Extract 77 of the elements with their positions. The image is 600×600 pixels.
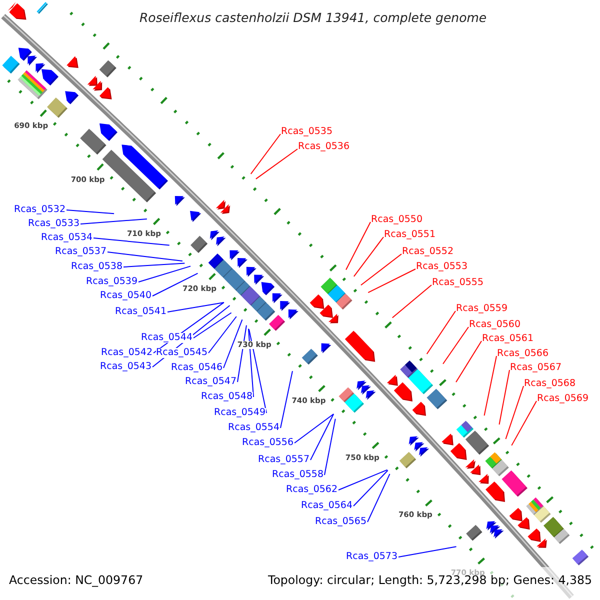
leader-line: [107, 252, 183, 262]
leader-line: [193, 312, 232, 338]
leader-line: [392, 284, 432, 318]
leader-line: [280, 370, 293, 428]
leader-line: [353, 470, 388, 506]
gene-label: Rcas_0555: [432, 278, 484, 288]
leader-line: [456, 340, 482, 383]
gene-label: Rcas_0567: [510, 362, 562, 374]
leader-line: [208, 316, 237, 354]
diagram-title: Roseiflexus castenholzii DSM 13941, complete genome: [140, 11, 487, 26]
leader-line: [338, 469, 388, 490]
gene-label: Rcas_0537: [55, 246, 107, 258]
leader-line: [123, 262, 186, 268]
leader-line: [442, 326, 469, 364]
gene-label: Rcas_0551: [384, 230, 436, 240]
leader-line: [353, 236, 384, 277]
gene-label: Rcas_0554: [228, 422, 280, 434]
leader-line: [237, 324, 247, 382]
leader-line: [248, 328, 267, 414]
gene-label: Rcas_0566: [497, 348, 549, 360]
gene-label: Rcas_0564: [301, 500, 353, 512]
gene-label: Rcas_0541: [115, 306, 167, 318]
leader-line: [167, 302, 224, 312]
leader-line: [152, 272, 198, 296]
leader-line: [398, 546, 457, 558]
leader-line: [255, 148, 298, 180]
leader-line: [368, 268, 416, 294]
gene-label: Rcas_0543: [100, 362, 152, 372]
gene-label: Rcas_0560: [469, 320, 521, 330]
gene-label: Rcas_0544: [141, 332, 193, 344]
leader-line: [484, 356, 497, 416]
leader-line: [138, 266, 191, 282]
leader-line: [426, 310, 456, 354]
gene-label: Rcas_0556: [242, 438, 294, 448]
leader-line: [324, 418, 336, 476]
leader-line: [248, 328, 254, 398]
gene-label: Rcas_0534: [41, 232, 93, 244]
gene-label: Rcas_0538: [71, 262, 123, 272]
gene-label: Rcas_0549: [214, 408, 266, 418]
gene-label: Rcas_0558: [272, 470, 324, 480]
leader-line: [505, 386, 524, 440]
gene-label: Rcas_0573: [346, 552, 398, 562]
gene-label: Rcas_0550: [371, 214, 423, 226]
leader-line: [360, 254, 402, 286]
gene-label: Rcas_0540: [100, 290, 152, 302]
gene-label: Rcas_0548: [201, 392, 253, 402]
gene-label: Rcas_0568: [524, 378, 576, 390]
gene-label: Rcas_0547: [185, 376, 237, 388]
leader-line: [511, 400, 537, 446]
gene-label: Rcas_0533: [28, 218, 80, 230]
gene-label: Rcas_0536: [298, 142, 350, 152]
gene-label: Rcas_0545: [156, 348, 208, 358]
leader-line: [93, 238, 170, 246]
leader-line: [346, 222, 371, 270]
gene-label: Rcas_0546: [171, 362, 223, 374]
leader-line: [310, 414, 334, 460]
gene-label: Rcas_0561: [482, 334, 534, 344]
leader-line: [498, 370, 510, 425]
leader-line: [367, 473, 390, 522]
gene-label: Rcas_0562: [286, 484, 338, 496]
leader-line: [66, 210, 115, 214]
gene-label: Rcas_0559: [456, 304, 508, 314]
gene-label: Rcas_0569: [537, 394, 589, 404]
gene-label: Rcas_0539: [86, 276, 138, 288]
gene-label: Rcas_0552: [402, 246, 454, 258]
gene-label: Rcas_0565: [315, 516, 367, 528]
leader-line: [294, 414, 334, 444]
gene-label: Rcas_0532: [14, 204, 66, 216]
leader-line: [250, 134, 281, 174]
leader-line: [80, 218, 148, 224]
accession-text: Accession: NC_009767: [9, 574, 144, 588]
gene-label: Rcas_0557: [258, 454, 310, 466]
gene-label: Rcas_0535: [281, 126, 333, 138]
leader-line: [223, 319, 243, 368]
genome-summary-text: Topology: circular; Length: 5,723,298 bp; Genes: 4,385: [268, 574, 592, 588]
gene-label: Rcas_0542: [101, 348, 153, 358]
gene-label: Rcas_0553: [416, 262, 468, 272]
